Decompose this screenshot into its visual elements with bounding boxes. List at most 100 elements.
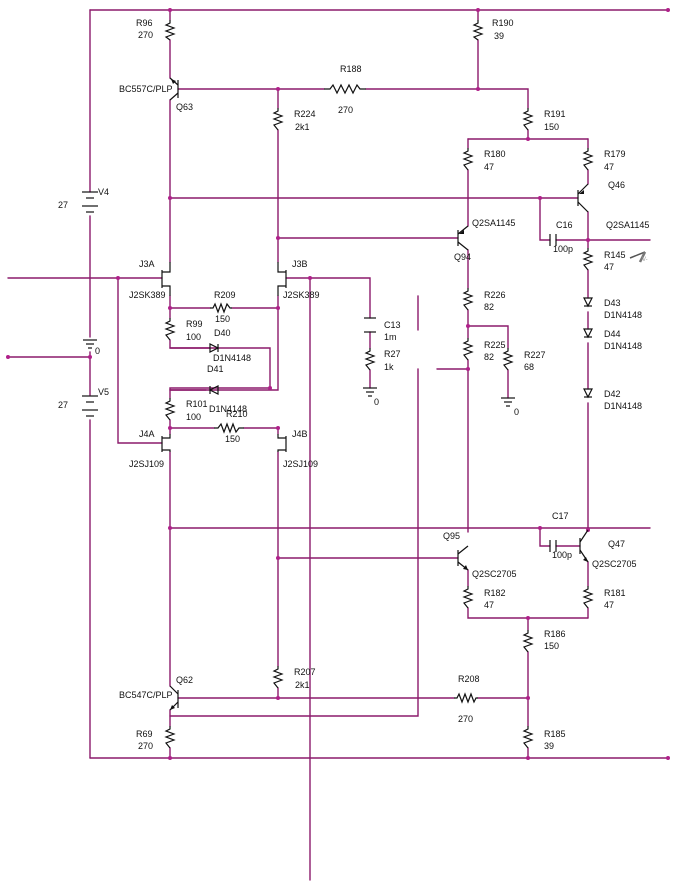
- resistor-r69: [164, 726, 176, 749]
- value-r208: 270: [458, 714, 473, 724]
- resistor-r226: [462, 288, 474, 311]
- label-c16: C16: [556, 220, 573, 230]
- value-r186: 150: [544, 641, 559, 651]
- resistor-r180: [462, 148, 474, 171]
- label-d43: D43: [604, 298, 621, 308]
- ground-r227: [501, 397, 515, 407]
- resistor-r185: [522, 726, 534, 749]
- jfet-j3a: [161, 262, 171, 296]
- jfet-j4b: [277, 434, 287, 452]
- battery-v4: [82, 191, 98, 213]
- value-r207: 2k1: [295, 680, 310, 690]
- jfet-j4a: [161, 434, 171, 452]
- value-r227: 68: [524, 362, 534, 372]
- diode-d44: [583, 328, 593, 339]
- label-r27: R27: [384, 349, 401, 359]
- label-r101: R101: [186, 399, 208, 409]
- resistor-r208: [454, 692, 478, 704]
- ground-center: [83, 339, 97, 349]
- resistor-r99: [164, 318, 176, 341]
- label-r224: R224: [294, 109, 316, 119]
- value-r226: 82: [484, 302, 494, 312]
- value-c17: 100p: [552, 550, 572, 560]
- label-r180: R180: [484, 149, 506, 159]
- transistor-q63: [169, 77, 179, 101]
- label-j3a: J3A: [139, 259, 155, 269]
- resistor-r225: [462, 338, 474, 361]
- label-r226: R226: [484, 290, 506, 300]
- battery-v5: [82, 395, 98, 417]
- value-r209: 150: [215, 314, 230, 324]
- diode-d42: [583, 388, 593, 399]
- type-q47: Q2SC2705: [592, 559, 637, 569]
- resistor-r101: [164, 398, 176, 421]
- label-gnd-c13: 0: [374, 397, 379, 407]
- label-r227: R227: [524, 350, 546, 360]
- type-d44: D1N4148: [604, 341, 642, 351]
- label-d40: D40: [214, 328, 231, 338]
- resistor-r190: [472, 20, 484, 41]
- value-r181: 47: [604, 600, 614, 610]
- value-v4: 27: [58, 200, 68, 210]
- label-q62: Q62: [176, 675, 193, 685]
- type-j4a: J2SJ109: [129, 459, 164, 469]
- value-r224: 2k1: [295, 122, 310, 132]
- label-r186: R186: [544, 629, 566, 639]
- label-q47: Q47: [608, 539, 625, 549]
- label-r185: R185: [544, 729, 566, 739]
- value-r182: 47: [484, 600, 494, 610]
- type-q63: BC557C/PLP: [119, 84, 173, 94]
- label-c17: C17: [552, 511, 569, 521]
- label-q63: Q63: [176, 102, 193, 112]
- transistor-q47: [579, 529, 589, 563]
- label-gnd-r227: 0: [514, 407, 519, 417]
- label-r210: R210: [226, 409, 248, 419]
- value-r27: 1k: [384, 362, 394, 372]
- label-v5: V5: [98, 387, 109, 397]
- label-vminus: V-: [642, 257, 648, 263]
- value-c16: 100p: [553, 244, 573, 254]
- resistor-r181: [582, 586, 594, 609]
- resistor-r186: [522, 630, 534, 653]
- label-r190: R190: [492, 18, 514, 28]
- label-d41: D41: [207, 364, 224, 374]
- transistor-q94: [457, 225, 469, 251]
- transistor-q46: [577, 183, 589, 213]
- value-r180: 47: [484, 162, 494, 172]
- label-r182: R182: [484, 588, 506, 598]
- value-r69: 270: [138, 741, 153, 751]
- label-r96: R96: [136, 18, 153, 28]
- type-q62: BC547C/PLP: [119, 690, 173, 700]
- diode-d40: [169, 343, 220, 353]
- label-d44: D44: [604, 329, 621, 339]
- labels: R96 270 R190 39 BC557C/PLP Q63 R188 270 …: [58, 18, 649, 751]
- type-j3b: J2SK389: [283, 290, 320, 300]
- resistor-r27: [364, 348, 376, 371]
- label-j4a: J4A: [139, 429, 155, 439]
- value-v5: 27: [58, 400, 68, 410]
- label-r191: R191: [544, 109, 566, 119]
- value-r210: 150: [225, 434, 240, 444]
- label-r188: R188: [340, 64, 362, 74]
- type-q94: Q2SA1145: [472, 218, 515, 228]
- capacitor-c17: [549, 540, 557, 552]
- wires: [7, 9, 669, 881]
- resistor-r96: [164, 20, 176, 41]
- type-d41: D1N4148: [209, 404, 247, 414]
- value-r96: 270: [138, 30, 153, 40]
- resistor-r207: [272, 666, 284, 689]
- label-r181: R181: [604, 588, 626, 598]
- label-q46: Q46: [608, 180, 625, 190]
- label-r208: R208: [458, 674, 480, 684]
- label-d42: D42: [604, 389, 621, 399]
- value-r190: 39: [494, 31, 504, 41]
- type-d42: D1N4148: [604, 401, 642, 411]
- resistor-r224: [272, 108, 284, 131]
- label-q95: Q95: [443, 531, 460, 541]
- capacitor-c13: [364, 317, 376, 333]
- ground-c13: [363, 387, 377, 397]
- type-d43: D1N4148: [604, 310, 642, 320]
- value-r188: 270: [338, 105, 353, 115]
- resistor-r209: [210, 302, 232, 314]
